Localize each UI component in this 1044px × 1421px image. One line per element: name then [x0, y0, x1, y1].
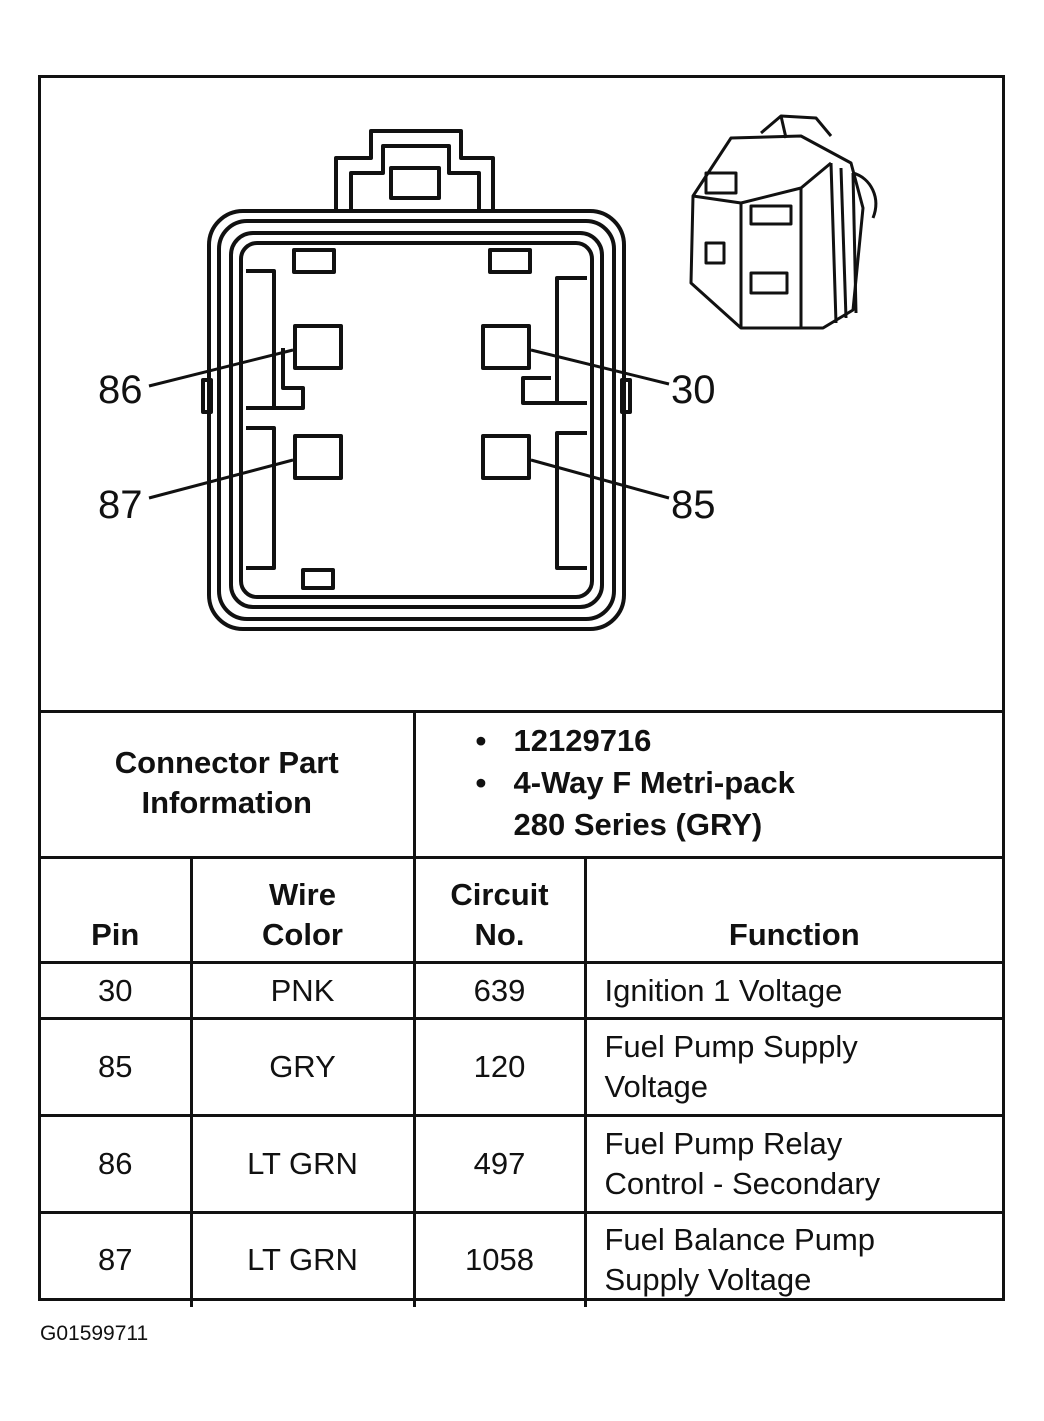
cell-function-line2: Control - Secondary	[604, 1166, 881, 1201]
header-row: Pin Wire Color Circuit No. Function	[41, 856, 1002, 964]
connector-face-drawing	[148, 114, 878, 631]
cell-wire-color: PNK	[189, 961, 416, 1020]
leader-85	[530, 458, 670, 500]
part-number: 12129716	[476, 720, 1003, 762]
connector-info-values: 12129716 4-Way F Metri-pack 280 Series (…	[412, 710, 1003, 859]
pinout-table: Connector Part Information 12129716 4-Wa…	[41, 710, 1002, 1307]
pin-label-30: 30	[671, 368, 716, 412]
cell-pin: 86	[41, 1114, 193, 1214]
top-key-left	[292, 248, 336, 274]
cell-wire-color: GRY	[189, 1017, 416, 1117]
header-wire-color-line1: Wire	[269, 877, 336, 912]
left-notch	[201, 378, 213, 414]
connector-info-label-line2: Information	[141, 785, 313, 820]
header-function: Function	[583, 856, 1002, 964]
housing-outer	[207, 209, 626, 631]
cell-function-line1: Fuel Pump Relay	[604, 1126, 843, 1161]
leader-87	[148, 458, 294, 500]
cavity-87	[293, 434, 343, 480]
cell-circuit: 120	[412, 1017, 587, 1117]
cell-pin: 30	[41, 961, 193, 1020]
cell-function: Ignition 1 Voltage	[583, 961, 1002, 1020]
connector-description-line1: 4-Way F Metri-pack	[513, 765, 795, 800]
right-inner-structure	[521, 376, 557, 405]
header-circuit-line2: No.	[474, 917, 525, 952]
housing-second	[217, 219, 616, 621]
right-rail-upper	[555, 276, 587, 405]
cavity-86	[293, 324, 343, 370]
header-circuit-line1: Circuit	[450, 877, 549, 912]
cavity-85	[481, 434, 531, 480]
table-row: 87 LT GRN 1058 Fuel Balance Pump Supply …	[41, 1211, 1002, 1307]
cell-function: Fuel Pump Supply Voltage	[583, 1017, 1002, 1117]
image-code: G01599711	[40, 1322, 149, 1345]
leader-86	[148, 348, 294, 388]
left-rail-lower	[246, 426, 276, 570]
header-circuit: Circuit No.	[412, 856, 587, 964]
right-rail-lower	[555, 431, 587, 570]
pin-label-85: 85	[671, 483, 716, 527]
latch-tab-inner	[349, 144, 481, 211]
housing-inner	[239, 241, 594, 599]
top-key-right	[488, 248, 532, 274]
connector-perspective-view	[689, 114, 878, 330]
connector-info-label-line1: Connector Part	[114, 745, 339, 780]
header-wire-color-line2: Color	[262, 917, 343, 952]
cell-function-line1: Fuel Balance Pump	[604, 1222, 876, 1258]
left-rail-upper	[246, 269, 276, 410]
cell-pin: 85	[41, 1017, 193, 1117]
connector-info-label: Connector Part Information	[41, 710, 416, 859]
cell-function-line1: Ignition 1 Voltage	[604, 972, 843, 1008]
connector-diagram: 86 30 87 85	[41, 78, 1002, 713]
cell-function-line1: Fuel Pump Supply	[604, 1029, 858, 1064]
latch-tab-outer	[334, 129, 495, 211]
bottom-key	[301, 568, 335, 590]
header-pin: Pin	[41, 856, 193, 964]
left-inner-structure	[274, 348, 305, 410]
table-row: 85 GRY 120 Fuel Pump Supply Voltage	[41, 1017, 1002, 1117]
connector-pinout-frame: 86 30 87 85 Connector Part Information 1…	[38, 75, 1005, 1307]
cell-circuit: 497	[412, 1114, 587, 1214]
connector-description: 4-Way F Metri-pack 280 Series (GRY)	[476, 762, 1003, 846]
cell-function: Fuel Balance Pump Supply Voltage	[583, 1211, 1002, 1307]
connector-info-row: Connector Part Information 12129716 4-Wa…	[41, 710, 1003, 859]
leader-30	[530, 348, 670, 386]
cell-function-line2: Voltage	[604, 1069, 708, 1104]
table-row: 86 LT GRN 497 Fuel Pump Relay Control - …	[41, 1114, 1002, 1214]
cell-function-line2: Supply Voltage	[604, 1262, 812, 1298]
cell-circuit: 1058	[412, 1211, 587, 1307]
connector-description-line2: 280 Series (GRY)	[513, 807, 763, 842]
housing-third	[229, 231, 604, 609]
header-wire-color: Wire Color	[189, 856, 416, 964]
pin-label-87: 87	[98, 483, 143, 527]
cell-wire-color: LT GRN	[189, 1114, 416, 1214]
cell-function: Fuel Pump Relay Control - Secondary	[583, 1114, 1002, 1214]
table-row: 30 PNK 639 Ignition 1 Voltage	[41, 961, 1002, 1020]
cell-pin: 87	[41, 1211, 193, 1307]
latch-window	[389, 166, 441, 200]
cavity-30	[481, 324, 531, 370]
cell-wire-color: LT GRN	[189, 1211, 416, 1307]
cell-circuit: 639	[412, 961, 587, 1020]
pin-label-86: 86	[98, 368, 143, 412]
right-notch	[620, 378, 632, 414]
